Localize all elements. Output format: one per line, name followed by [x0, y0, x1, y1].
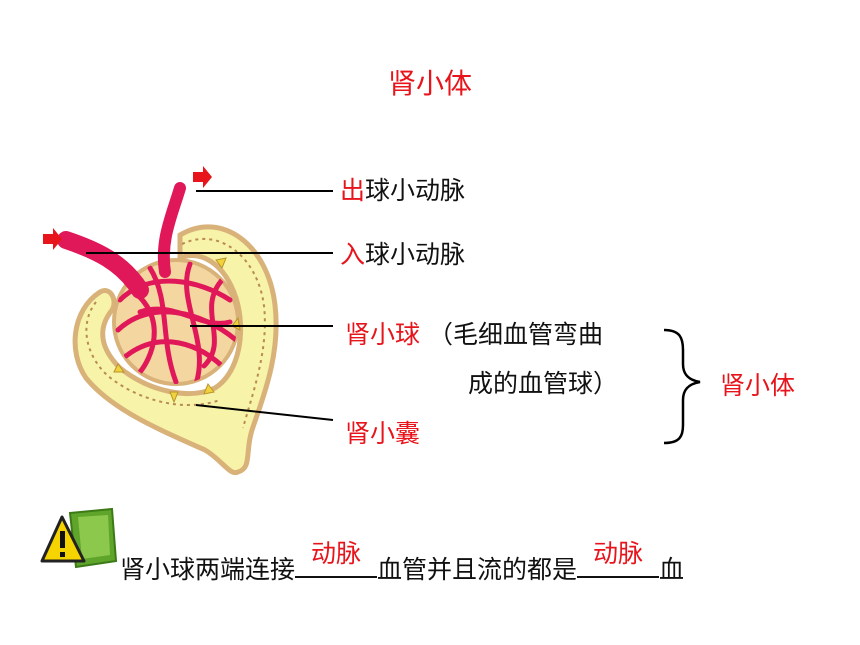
question-text-part2: 血管并且流的都是	[377, 555, 578, 584]
glomerulus-note-line2: 成的血管球）	[468, 369, 619, 398]
question-text-part1: 肾小球两端连接	[120, 555, 296, 584]
efferent-arteriole-label: 出球小动脉	[340, 176, 466, 205]
bowman-capsule-outer	[72, 224, 279, 476]
glomerulus-label: 肾小球	[345, 320, 421, 349]
afferent-arteriole-vessel	[57, 231, 149, 299]
bowman-capsule-label: 肾小囊	[345, 419, 421, 448]
question-text-part3: 血	[659, 555, 685, 584]
capsule-pointer-line	[195, 404, 334, 421]
afferent-arteriole-label: 入球小动脉	[340, 240, 466, 269]
glomerulus-note-line1: （毛细血管弯曲	[428, 320, 604, 349]
afferent-flow-arrow	[43, 228, 62, 250]
group-brace	[663, 328, 701, 445]
answer-blank-1[interactable]: 动脉	[295, 539, 378, 578]
renal-corpuscle-group-label: 肾小体	[720, 371, 796, 400]
answer-2: 动脉	[593, 539, 644, 568]
page-title: 肾小体	[387, 67, 472, 100]
answer-1: 动脉	[311, 539, 362, 568]
efferent-flow-arrow	[193, 166, 212, 188]
efferent-arteriole-vessel	[157, 182, 186, 278]
question-sentence: 肾小球两端连接动脉血管并且流的都是动脉血	[120, 539, 685, 586]
answer-blank-2[interactable]: 动脉	[577, 539, 660, 578]
warning-icon	[40, 507, 118, 569]
